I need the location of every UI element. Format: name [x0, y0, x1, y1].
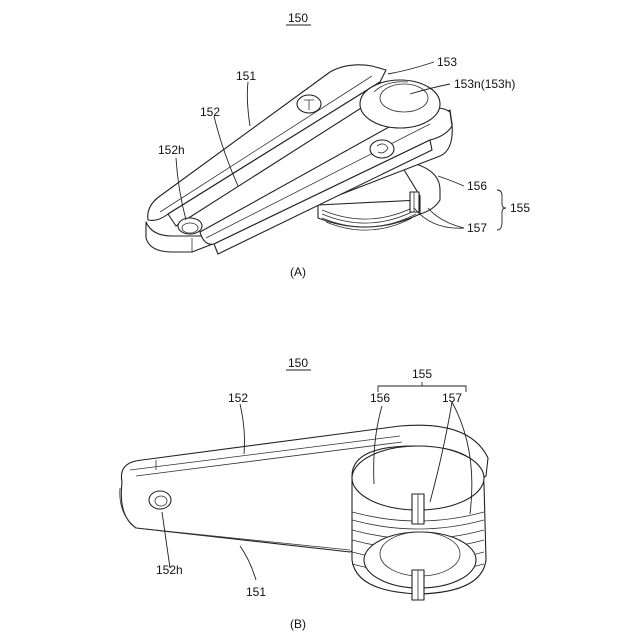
figure-a: 150 [146, 11, 530, 279]
screw-icon-a2 [370, 140, 394, 158]
figure-a-hole [178, 218, 202, 234]
screw-icon-a1 [297, 95, 321, 113]
figure-a-label-156: 156 [467, 179, 487, 193]
figure-b-label-155: 155 [412, 367, 432, 381]
figure-b-label-152h: 152h [156, 563, 183, 577]
figure-a-label-153: 153 [437, 55, 457, 69]
figure-a-title: 150 [288, 11, 308, 25]
figure-b-label-157: 157 [442, 391, 462, 405]
figure-a-label-157: 157 [467, 221, 487, 235]
figure-b-title: 150 [288, 356, 308, 370]
figure-a-cap [360, 80, 440, 128]
figure-a-label-152h: 152h [158, 143, 185, 157]
figure-a-label-152: 152 [200, 105, 220, 119]
figure-a-label-153n: 153n(153h) [454, 77, 515, 91]
figure-a-label-155: 155 [510, 201, 530, 215]
figure-b-label-156: 156 [370, 391, 390, 405]
figure-a-caption: (A) [290, 265, 306, 279]
figure-b: 150 [120, 356, 488, 631]
figure-b-ring-assembly [352, 446, 486, 600]
figure-b-label-151: 151 [246, 585, 266, 599]
figure-b-hole [149, 491, 171, 509]
figure-b-label-152: 152 [228, 391, 248, 405]
figure-b-caption: (B) [290, 617, 306, 631]
figure-a-label-151: 151 [236, 69, 256, 83]
